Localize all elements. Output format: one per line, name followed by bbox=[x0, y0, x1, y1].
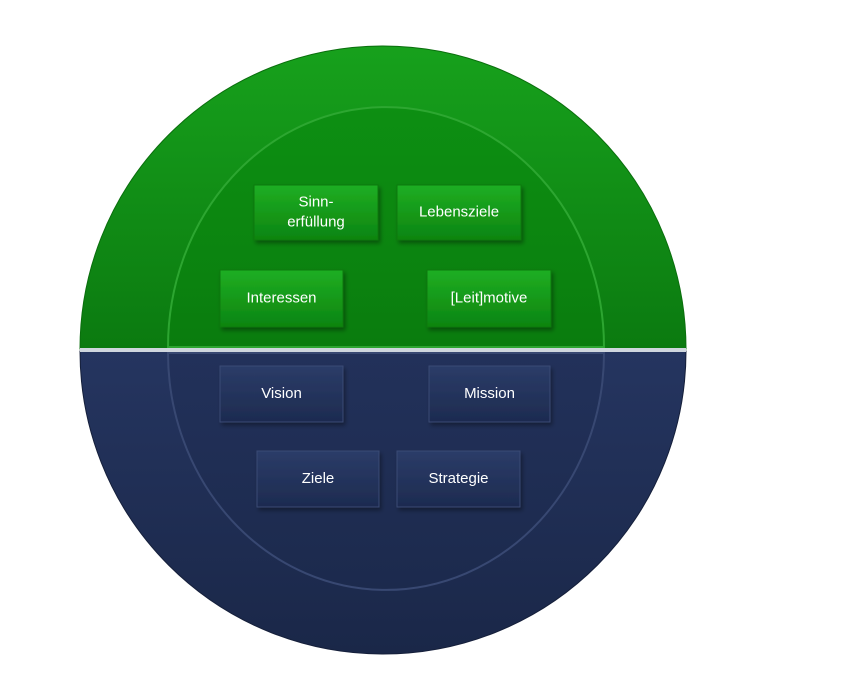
bottom-box-rect bbox=[256, 450, 380, 508]
bottom-box-4: Strategie bbox=[396, 450, 521, 508]
top-box-label: Interessen bbox=[246, 289, 316, 306]
top-box-label: Lebensziele bbox=[419, 203, 499, 220]
top-box-4: [Leit]motive bbox=[426, 269, 552, 328]
top-box-1: Sinn-erfüllung bbox=[253, 184, 379, 241]
top-box-label: Sinn- bbox=[298, 193, 333, 210]
bottom-box-label: Strategie bbox=[428, 470, 488, 487]
divider-line bbox=[80, 348, 686, 352]
top-box-3: Interessen bbox=[219, 269, 344, 328]
bottom-box-label: Ziele bbox=[302, 470, 335, 487]
top-box-rect bbox=[426, 269, 552, 328]
bottom-box-3: Ziele bbox=[256, 450, 380, 508]
top-box-label: erfüllung bbox=[287, 213, 345, 230]
bottom-box-rect bbox=[396, 450, 521, 508]
top-box-rect bbox=[219, 269, 344, 328]
bottom-box-rect bbox=[219, 365, 344, 423]
bottom-box-label: Vision bbox=[261, 385, 302, 402]
top-box-rect bbox=[396, 184, 522, 241]
top-box-rect bbox=[253, 184, 379, 241]
bottom-box-1: Vision bbox=[219, 365, 344, 423]
bottom-box-2: Mission bbox=[428, 365, 551, 423]
bottom-box-rect bbox=[428, 365, 551, 423]
bottom-box-label: Mission bbox=[464, 385, 515, 402]
top-box-2: Lebensziele bbox=[396, 184, 522, 241]
top-box-label: [Leit]motive bbox=[451, 289, 528, 306]
